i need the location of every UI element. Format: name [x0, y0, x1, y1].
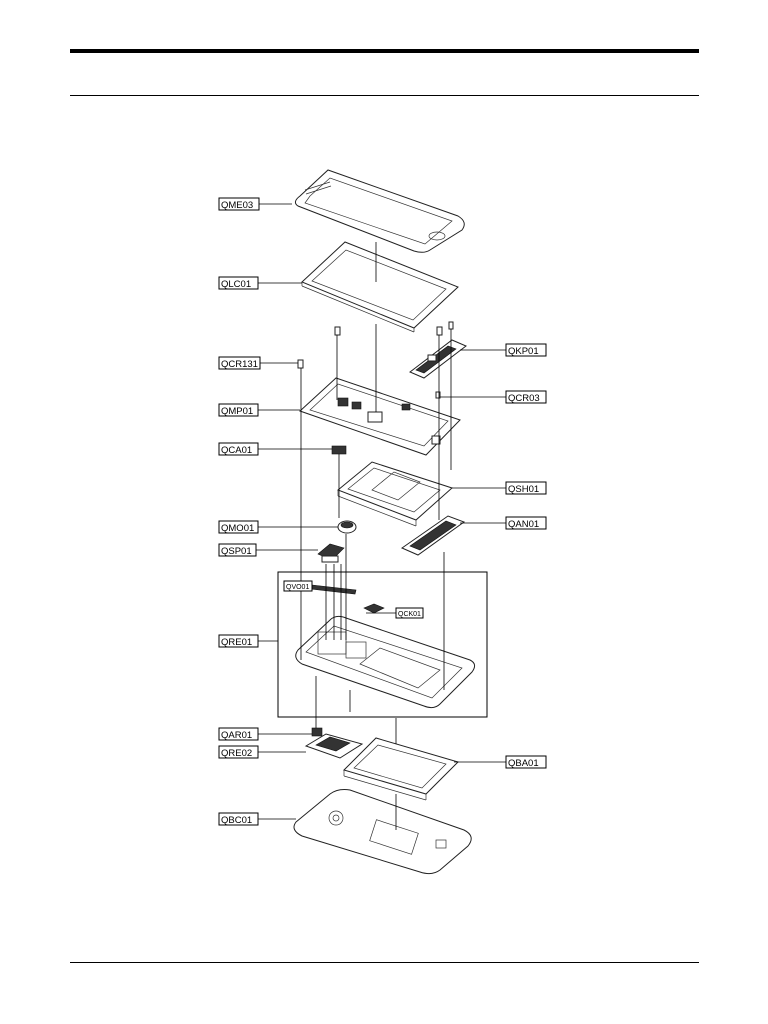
label-qmp01: QMP01 [218, 403, 259, 417]
ear-jack-part [311, 727, 323, 737]
volume-key-part [310, 584, 357, 595]
battery-part [343, 737, 459, 801]
label-qba01: QBA01 [505, 755, 547, 769]
sub-rear-part [304, 733, 364, 759]
label-qvo01: QVO01 [283, 580, 313, 592]
rear-case-part [295, 615, 476, 709]
label-qcr03: QCR03 [505, 390, 547, 404]
svg-text:QLC01: QLC01 [221, 279, 251, 290]
rear-case-group-box [277, 571, 488, 718]
svg-text:QSH01: QSH01 [508, 484, 539, 495]
motor-part [337, 520, 357, 534]
label-qlc01: QLC01 [218, 276, 259, 290]
main-pba-part [299, 377, 461, 456]
svg-text:QCK01: QCK01 [398, 611, 421, 618]
camera-part [331, 445, 347, 455]
svg-text:QCR131: QCR131 [221, 359, 258, 370]
footer-rule [70, 962, 699, 963]
speaker-part [317, 543, 345, 563]
label-qbc01: QBC01 [218, 812, 259, 826]
antenna-part [400, 515, 466, 556]
svg-text:QAN01: QAN01 [508, 519, 539, 530]
header-rule-thick [70, 49, 699, 53]
label-qkp01: QKP01 [505, 343, 547, 357]
screw-parts [297, 321, 454, 399]
label-qsh01: QSH01 [505, 481, 547, 495]
svg-text:QKP01: QKP01 [508, 346, 539, 357]
label-qre01: QRE01 [218, 634, 259, 648]
svg-text:QVO01: QVO01 [286, 584, 309, 591]
label-qan01: QAN01 [505, 516, 547, 530]
lcd-part [301, 241, 459, 333]
svg-text:QBA01: QBA01 [508, 758, 539, 769]
svg-text:QMP01: QMP01 [221, 406, 253, 417]
label-qme03: QME03 [218, 197, 260, 211]
label-qre02: QRE02 [218, 745, 259, 759]
svg-text:QRE02: QRE02 [221, 748, 252, 759]
shield-can-part [337, 461, 453, 527]
svg-text:QRE01: QRE01 [221, 637, 252, 648]
svg-text:QSP01: QSP01 [221, 546, 252, 557]
battery-cover-part [293, 789, 472, 875]
header-rule-thin [70, 95, 699, 96]
leader-lines [256, 203, 506, 830]
svg-text:QBC01: QBC01 [221, 815, 252, 826]
label-qar01: QAR01 [218, 727, 259, 741]
svg-text:QMO01: QMO01 [221, 523, 254, 534]
label-qmo01: QMO01 [218, 520, 259, 534]
label-qcr131: QCR131 [218, 356, 261, 370]
key-pba-part [409, 339, 467, 379]
svg-text:QCA01: QCA01 [221, 445, 252, 456]
label-qca01: QCA01 [218, 442, 259, 456]
label-qck01: QCK01 [395, 607, 424, 619]
front-window-part [294, 169, 465, 253]
svg-text:QME03: QME03 [221, 200, 253, 211]
svg-text:QCR03: QCR03 [508, 393, 540, 404]
label-qsp01: QSP01 [218, 543, 257, 557]
svg-text:QAR01: QAR01 [221, 730, 252, 741]
clip-connector-part [363, 603, 385, 614]
